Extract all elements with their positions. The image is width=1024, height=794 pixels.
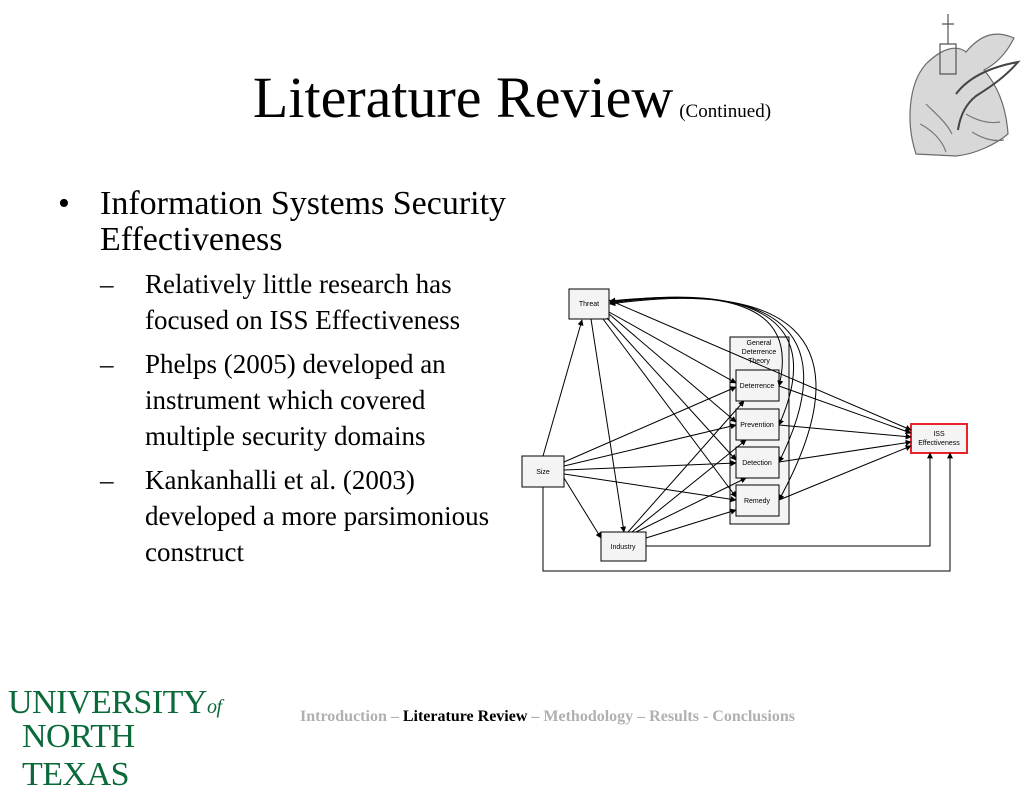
sub-bullet-item: – Relatively little research has focused…	[100, 266, 508, 338]
slide-title: Literature Review(Continued)	[0, 64, 1024, 131]
footer-after: – Methodology – Results - Conclusions	[527, 708, 795, 725]
arrow-detection-iss	[778, 439, 912, 463]
gdt-label-line2: Deterrence	[742, 349, 777, 356]
arrow-threat-deterrence	[608, 311, 737, 384]
threat-box	[568, 288, 610, 320]
campus-emblem	[909, 14, 1021, 157]
sub-bullet-marker: –	[100, 465, 114, 495]
bullet-item: • Information Systems Security Effective…	[58, 186, 508, 258]
arrow-threat-industry	[590, 318, 627, 533]
research-model-diagram: Threat Size Industry General Deterrence …	[521, 288, 968, 572]
sub-bullet-item: – Kankanhalli et al. (2003) developed a …	[100, 462, 508, 570]
detection-label: Detection	[742, 460, 772, 467]
sub-bullet-marker: –	[100, 349, 114, 379]
industry-label: Industry	[611, 544, 636, 551]
arrow-industry-iss	[646, 452, 933, 547]
logo-university-text: UNIVERSITY	[8, 684, 207, 721]
arrow-threat-detection	[606, 317, 737, 461]
arrow-size-prevention	[563, 423, 737, 467]
arrow-size-deterrence	[563, 386, 737, 463]
title-suffix: (Continued)	[679, 101, 772, 122]
sub-bullet-item: – Phelps (2005) developed an instrument …	[100, 346, 508, 454]
remedy-label: Remedy	[744, 498, 771, 505]
size-label: Size	[536, 469, 550, 476]
arrow-deterrence-iss	[778, 385, 912, 435]
footer-nav: Introduction – Literature Review – Metho…	[300, 708, 920, 726]
arrow-size-threat	[542, 319, 584, 457]
deterrence-label: Deterrence	[740, 383, 775, 390]
unt-logo: UNIVERSITYof NORTH TEXAS	[8, 684, 238, 793]
curve-threat-remedy	[609, 297, 817, 501]
title-main: Literature Review	[252, 65, 674, 130]
arrow-size-iss	[542, 452, 953, 572]
prevention-label: Prevention	[740, 422, 774, 429]
arrow-threat-prevention	[608, 313, 737, 423]
bullet-text: Information Systems Security Effectivene…	[100, 185, 507, 258]
arrow-size-industry	[563, 477, 602, 539]
threat-label: Threat	[579, 301, 599, 308]
logo-line2: NORTH TEXAS	[22, 718, 135, 793]
footer-before: Introduction –	[300, 708, 403, 725]
sub-bullet-marker: –	[100, 269, 114, 299]
sub-bullet-text: Phelps (2005) developed an instrument wh…	[145, 349, 446, 451]
bullet-list: • Information Systems Security Effective…	[58, 186, 508, 570]
logo-line1: UNIVERSITYof	[8, 684, 222, 722]
sub-bullet-text: Relatively little research has focused o…	[145, 269, 461, 335]
iss-box	[910, 423, 968, 454]
sub-bullet-text: Kankanhalli et al. (2003) developed a mo…	[145, 465, 490, 567]
gdt-label-line1: General	[747, 340, 772, 347]
arrow-remedy-iss	[778, 445, 912, 501]
arrow-prevention-iss	[778, 424, 912, 440]
logo-of-text: of	[206, 696, 222, 718]
iss-label-line1: ISS	[933, 431, 945, 438]
bullet-marker: •	[58, 185, 70, 222]
arrow-industry-remedy	[645, 508, 737, 539]
footer-current-section: Literature Review	[402, 708, 528, 725]
iss-label-line2: Effectiveness	[918, 440, 960, 447]
